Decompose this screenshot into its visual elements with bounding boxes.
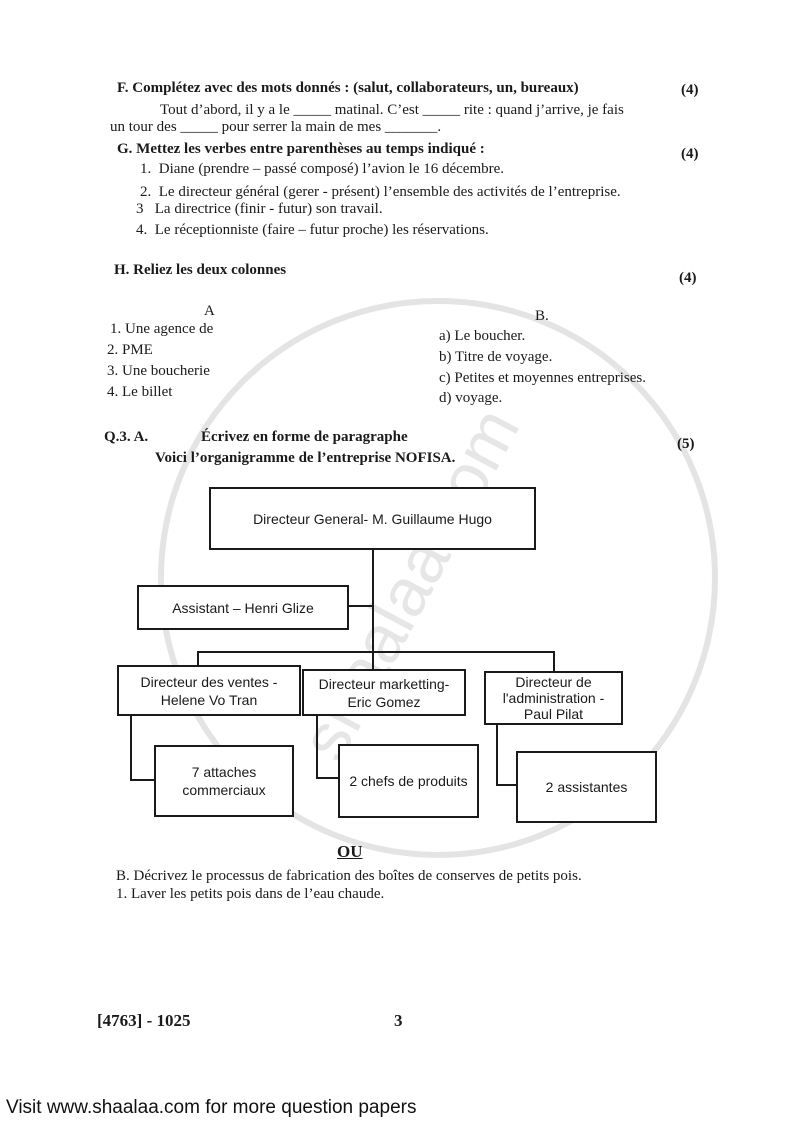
visit-link-text[interactable]: Visit www.shaalaa.com for more question … xyxy=(6,1097,417,1118)
connector-marketing-team-h xyxy=(316,777,340,779)
org-sales-team-box: 7 attaches commerciaux xyxy=(154,745,294,817)
org-admin-team-box: 2 assistantes xyxy=(516,751,657,823)
column-a-title: A xyxy=(204,303,215,319)
section-h-heading: H. Reliez les deux colonnes xyxy=(114,262,287,278)
column-b-item-d: d) voyage. xyxy=(439,390,503,406)
org-admin-name: Paul Pilat xyxy=(523,706,584,722)
section-f-line1: Tout d’abord, il y a le _____ matinal. C… xyxy=(160,102,624,118)
org-admin-director-box: Directeur de l'administration - Paul Pil… xyxy=(484,671,623,725)
org-admin-title-2: l'administration - xyxy=(502,690,605,706)
org-sales-team-line1: 7 attaches xyxy=(191,764,257,780)
section-f-line2: un tour des _____ pour serrer la main de… xyxy=(110,119,442,135)
section-g-marks: (4) xyxy=(681,146,699,162)
connector-admin-team-v xyxy=(496,723,498,785)
org-sales-title: Directeur des ventes - xyxy=(140,673,278,690)
column-a-item-2: 2. PME xyxy=(107,342,153,358)
org-ceo-label: Directeur General- M. Guillaume Hugo xyxy=(253,510,492,527)
connector-sales-down xyxy=(197,651,199,667)
org-marketing-team-label: 2 chefs de produits xyxy=(349,773,468,789)
org-admin-team-label: 2 assistantes xyxy=(545,779,628,795)
org-assistant-box: Assistant – Henri Glize xyxy=(137,585,349,630)
org-sales-director-box: Directeur des ventes - Helene Vo Tran xyxy=(117,665,301,716)
part-b-step-1: 1. Laver les petits pois dans de l’eau c… xyxy=(116,886,385,902)
connector-horizontal xyxy=(197,651,555,653)
section-f-heading: F. Complétez avec des mots donnés : (sal… xyxy=(117,80,579,96)
column-a-item-3: 3. Une boucherie xyxy=(107,363,210,379)
page-number: 3 xyxy=(394,1011,403,1030)
section-g-item-1: 1. Diane (prendre – passé composé) l’avi… xyxy=(140,161,505,177)
connector-sales-team-h xyxy=(130,779,156,781)
q3-marks: (5) xyxy=(677,436,695,452)
connector-admin-down xyxy=(553,651,555,672)
or-separator: OU xyxy=(337,842,363,861)
connector-admin-team-h xyxy=(496,784,518,786)
org-marketing-team-box: 2 chefs de produits xyxy=(338,744,479,818)
q3-subheading: Voici l’organigramme de l’entreprise NOF… xyxy=(155,450,456,466)
connector-ceo-vertical xyxy=(372,549,374,652)
paper-code: [4763] - 1025 xyxy=(97,1011,191,1030)
section-f-marks: (4) xyxy=(681,82,699,98)
q3-label: Q.3. A. xyxy=(104,429,149,445)
org-marketing-director-box: Directeur marketting- Eric Gomez xyxy=(302,669,466,716)
connector-sales-team-v xyxy=(130,715,132,780)
org-assistant-label: Assistant – Henri Glize xyxy=(172,599,314,616)
org-sales-name: Helene Vo Tran xyxy=(160,691,258,708)
watermark-circle xyxy=(158,298,718,858)
column-b-item-c: c) Petites et moyennes entreprises. xyxy=(439,370,647,386)
org-ceo-box: Directeur General- M. Guillaume Hugo xyxy=(209,487,536,550)
connector-marketing-down xyxy=(372,651,374,669)
column-b-title: B. xyxy=(535,308,549,324)
section-h-marks: (4) xyxy=(679,270,697,286)
connector-marketing-team-v xyxy=(316,715,318,778)
q3-heading: Écrivez en forme de paragraphe xyxy=(201,429,408,445)
org-marketing-title: Directeur marketting- xyxy=(318,675,450,692)
org-sales-team-line2: commerciaux xyxy=(182,782,266,798)
section-g-heading: G. Mettez les verbes entre parenthèses a… xyxy=(117,141,485,157)
org-marketing-name: Eric Gomez xyxy=(347,693,421,710)
column-b-item-a: a) Le boucher. xyxy=(439,328,526,344)
column-b-item-b: b) Titre de voyage. xyxy=(439,349,553,365)
section-g-item-4: 4. Le réceptionniste (faire – futur proc… xyxy=(136,222,489,238)
part-b-question: B. Décrivez le processus de fabrication … xyxy=(116,868,582,884)
column-a-item-4: 4. Le billet xyxy=(107,384,173,400)
section-g-item-2: 2. Le directeur général (gerer - présent… xyxy=(140,184,621,200)
connector-assistant xyxy=(347,605,373,607)
column-a-item-1: 1. Une agence de xyxy=(110,321,214,337)
section-g-item-3: 3 La directrice (finir - futur) son trav… xyxy=(136,201,383,217)
org-admin-title: Directeur de xyxy=(515,674,592,690)
